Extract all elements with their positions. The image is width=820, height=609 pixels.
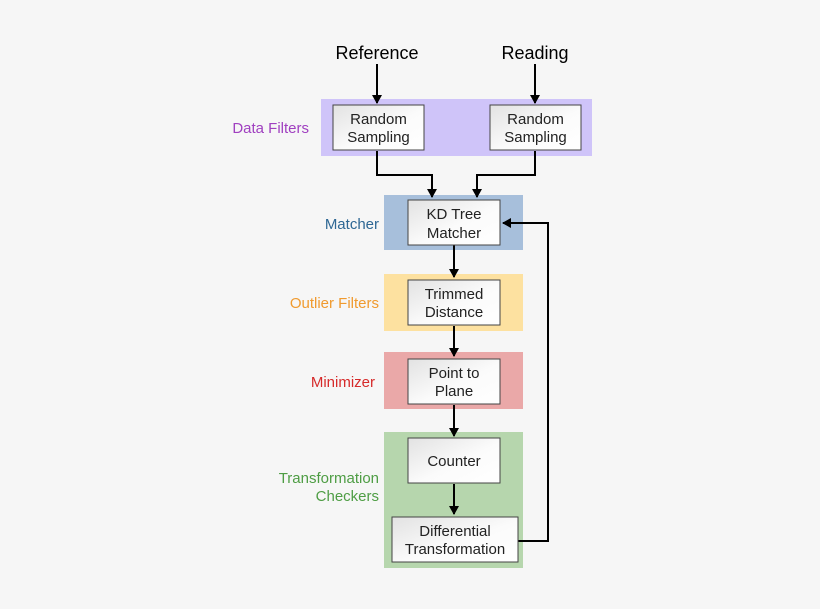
reference-input-label: Reference xyxy=(335,43,418,63)
minimizer-label: Minimizer xyxy=(311,374,375,391)
trimmed-distance-line1: Trimmed xyxy=(425,286,484,303)
box-point-to-plane: Point to Plane xyxy=(407,358,501,405)
box-trimmed-distance: Trimmed Distance xyxy=(407,279,501,326)
matcher-label: Matcher xyxy=(325,216,379,233)
outlier-filters-label: Outlier Filters xyxy=(290,295,379,312)
random-sampling-reading-line1: Random xyxy=(507,111,564,128)
transformation-checkers-label-line2: Checkers xyxy=(316,488,379,505)
random-sampling-reading-line2: Sampling xyxy=(504,129,567,146)
kd-tree-matcher-line1: KD Tree xyxy=(426,206,481,223)
arrow-ref-sampling-to-matcher xyxy=(376,151,437,198)
box-random-sampling-reading: Random Sampling xyxy=(489,104,582,151)
box-differential-transformation: Differential Transformation xyxy=(391,516,519,563)
flow-arrows xyxy=(372,64,549,542)
box-random-sampling-reference: Random Sampling xyxy=(332,104,425,151)
point-to-plane-line1: Point to xyxy=(429,365,480,382)
box-kd-tree-matcher: KD Tree Matcher xyxy=(407,199,501,246)
box-counter: Counter xyxy=(407,437,501,484)
random-sampling-reference-line2: Sampling xyxy=(347,129,410,146)
reading-input-label: Reading xyxy=(501,43,568,63)
differential-transformation-line1: Differential xyxy=(419,523,490,540)
data-filters-label: Data Filters xyxy=(232,120,309,137)
arrow-feedback-loop xyxy=(502,218,549,542)
point-to-plane-line2: Plane xyxy=(435,383,473,400)
random-sampling-reference-line1: Random xyxy=(350,111,407,128)
differential-transformation-line2: Transformation xyxy=(405,541,505,558)
arrow-read-sampling-to-matcher xyxy=(472,151,536,198)
transformation-checkers-label-line1: Transformation xyxy=(279,470,379,487)
kd-tree-matcher-line2: Matcher xyxy=(427,225,481,242)
trimmed-distance-line2: Distance xyxy=(425,304,483,321)
counter-label: Counter xyxy=(427,453,480,470)
